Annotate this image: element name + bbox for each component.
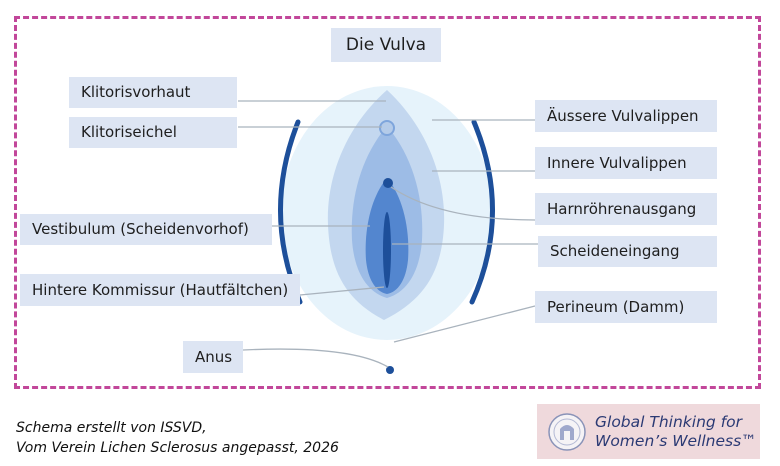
credit-line-2: Vom Verein Lichen Sclerosus angepasst, 2… — [16, 440, 339, 456]
credit-line-1: Schema erstellt von ISSVD, — [16, 420, 207, 436]
anus-dot — [386, 366, 394, 374]
label-klitoriseichel: Klitoriseichel — [69, 117, 237, 148]
diagram-frame — [14, 16, 761, 389]
logo-line-1: Global Thinking for — [595, 412, 742, 431]
leader-perineum — [393, 305, 536, 343]
urethral-opening — [383, 178, 393, 188]
label-aeussere-vulvalippen: Äussere Vulvalippen — [535, 100, 717, 132]
label-anus: Anus — [183, 341, 243, 373]
issvd-logo: Global Thinking for Women’s Wellness™ — [537, 404, 760, 459]
right-side-arc — [469, 119, 495, 305]
credit-text: Schema erstellt von ISSVD, Vom Verein Li… — [16, 418, 339, 458]
clitoris-glans — [379, 120, 395, 136]
label-scheideneingang: Scheideneingang — [538, 236, 717, 267]
leader-anus — [242, 348, 389, 368]
issvd-emblem-icon — [548, 412, 586, 451]
label-kommissur: Hintere Kommissur (Hautfältchen) — [20, 274, 300, 306]
label-innere-vulvalippen: Innere Vulvalippen — [535, 147, 717, 179]
label-vestibulum: Vestibulum (Scheidenvorhof) — [20, 214, 272, 245]
label-perineum: Perineum (Damm) — [535, 291, 717, 323]
vaginal-opening — [383, 212, 391, 288]
label-klitorisvorhaut: Klitorisvorhaut — [69, 77, 237, 108]
label-harnroehrenausgang: Harnröhrenausgang — [535, 193, 717, 225]
leader-kommissur — [299, 286, 385, 296]
logo-text: Global Thinking for Women’s Wellness™ — [595, 413, 757, 451]
logo-line-2: Women’s Wellness™ — [595, 431, 757, 450]
diagram-title: Die Vulva — [331, 28, 441, 62]
leader-harnroehre — [390, 186, 536, 221]
